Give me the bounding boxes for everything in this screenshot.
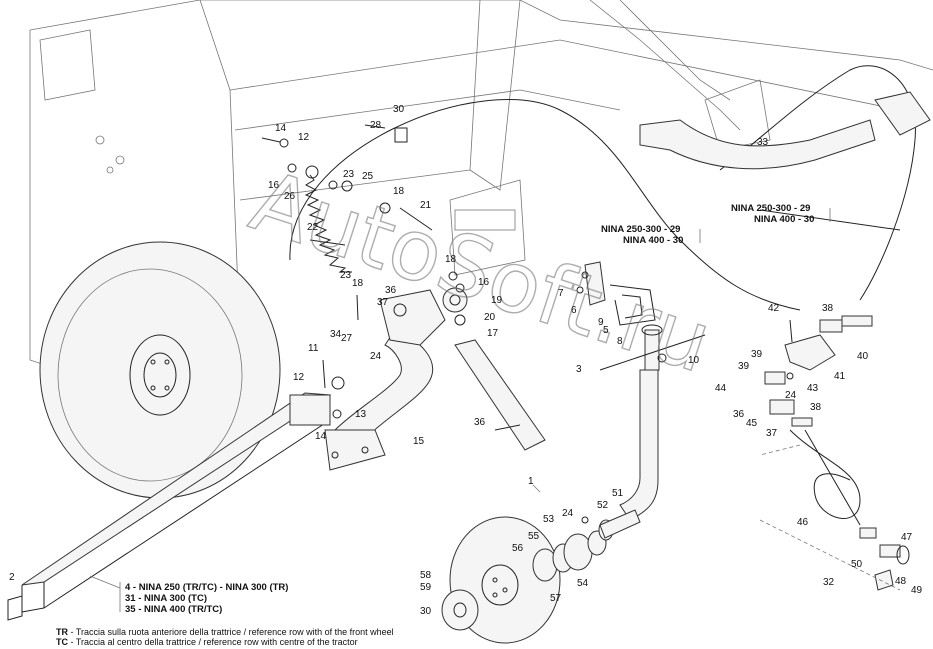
part-label: 28	[370, 120, 382, 131]
legend-tc: TC - Traccia al centro della trattrice /…	[56, 637, 358, 647]
part-label: 43	[807, 383, 819, 394]
part-label: 50	[851, 559, 863, 570]
valve-block	[764, 315, 873, 427]
part-label: 46	[797, 517, 809, 528]
part-label: 10	[688, 355, 700, 366]
callout-hose-right-2: NINA 400 - 30	[754, 214, 814, 225]
part-label: 39	[738, 361, 750, 372]
part-label: 49	[911, 585, 923, 596]
section-line	[759, 444, 901, 591]
part-label: 41	[834, 371, 846, 382]
part-label: 27	[341, 333, 353, 344]
part-label: 38	[822, 303, 834, 314]
part-label: 56	[512, 543, 524, 554]
callout-hose-right-1: NINA 250-300 - 29	[731, 203, 810, 214]
part-label: 18	[445, 254, 457, 265]
part-label: 59	[420, 582, 432, 593]
vertical-shaft	[619, 369, 659, 521]
part-label: 23	[343, 169, 355, 180]
callout-shaft-2: 31 - NINA 300 (TC)	[125, 593, 207, 604]
model-callouts: NINA 250-300 - 29 NINA 400 - 30 NINA 250…	[89, 203, 831, 615]
part-labels: 1 2 3 4 5 6 7 8 9 10 11 12 12 13 14 14 1…	[9, 104, 923, 617]
ground-wheel	[39, 241, 281, 499]
part-label: 36	[733, 409, 745, 420]
machine-frame	[29, 0, 933, 371]
part-label: 9	[598, 317, 604, 328]
part-label: 18	[393, 186, 405, 197]
part-label: 25	[362, 171, 374, 182]
part-label: 52	[597, 500, 609, 511]
part-label: 24	[785, 390, 797, 401]
hydraulic-cylinder	[454, 339, 546, 451]
end-fittings	[859, 527, 910, 591]
part-label: 2	[9, 572, 15, 583]
part-label: 30	[393, 104, 405, 115]
part-label: 53	[543, 514, 555, 525]
callout-shaft-3: 35 - NINA 400 (TR/TC)	[125, 604, 222, 615]
part-label: 16	[478, 277, 490, 288]
part-label: 11	[308, 343, 319, 354]
part-label: 12	[293, 372, 305, 383]
part-label: 57	[550, 593, 562, 604]
legend: TR - Traccia sulla ruota anteriore della…	[56, 627, 394, 647]
bent-tube	[324, 329, 433, 471]
part-label: 47	[901, 532, 913, 543]
part-label: 19	[491, 295, 503, 306]
part-label: 33	[757, 137, 769, 148]
part-label: 6	[571, 305, 577, 316]
part-label: 20	[484, 312, 496, 323]
callout-hose-mid-1: NINA 250-300 - 29	[601, 224, 680, 235]
part-label: 44	[715, 383, 727, 394]
part-label: 8	[617, 336, 623, 347]
part-label: 37	[377, 297, 389, 308]
part-label: 45	[746, 418, 758, 429]
part-label: 22	[307, 222, 319, 233]
part-label: 13	[355, 409, 367, 420]
part-label: 17	[487, 328, 499, 339]
part-label: 54	[577, 578, 589, 589]
part-label: 42	[768, 303, 780, 314]
marker-disc	[441, 516, 561, 644]
part-label: 34	[330, 329, 342, 340]
part-label: 40	[857, 351, 869, 362]
part-label: 55	[528, 531, 540, 542]
part-label: 36	[474, 417, 486, 428]
part-label: 5	[603, 325, 609, 336]
part-label: 30	[420, 606, 432, 617]
part-label: 16	[268, 180, 280, 191]
tension-spring	[304, 165, 352, 273]
drive-shaft	[7, 392, 332, 621]
part-label: 24	[562, 508, 574, 519]
part-label: 39	[751, 349, 763, 360]
part-label: 7	[558, 288, 564, 299]
part-label: 14	[315, 431, 327, 442]
part-label: 15	[413, 436, 425, 447]
bearing-stack	[532, 509, 641, 582]
callout-shaft-1: 4 - NINA 250 (TR/TC) - NINA 300 (TR)	[125, 582, 288, 593]
legend-tr: TR - Traccia sulla ruota anteriore della…	[56, 627, 394, 637]
part-label: 18	[352, 278, 364, 289]
part-label: 36	[385, 285, 397, 296]
part-label: 1	[528, 476, 534, 487]
part-label: 26	[284, 191, 296, 202]
part-label: 3	[576, 364, 582, 375]
hydraulic-hoses	[289, 65, 931, 526]
part-label: 21	[420, 200, 432, 211]
part-label: 58	[420, 570, 432, 581]
part-label: 51	[612, 488, 624, 499]
part-label: 32	[823, 577, 835, 588]
callout-hose-mid-2: NINA 400 - 30	[623, 235, 683, 246]
part-label: 23	[340, 270, 352, 281]
part-label: 48	[895, 576, 907, 587]
part-label: 12	[298, 132, 310, 143]
pivot-plate	[379, 287, 468, 346]
part-label: 24	[370, 351, 382, 362]
part-label: 14	[275, 123, 287, 134]
part-label: 37	[766, 428, 778, 439]
part-label: 38	[810, 402, 822, 413]
fasteners	[261, 124, 794, 524]
